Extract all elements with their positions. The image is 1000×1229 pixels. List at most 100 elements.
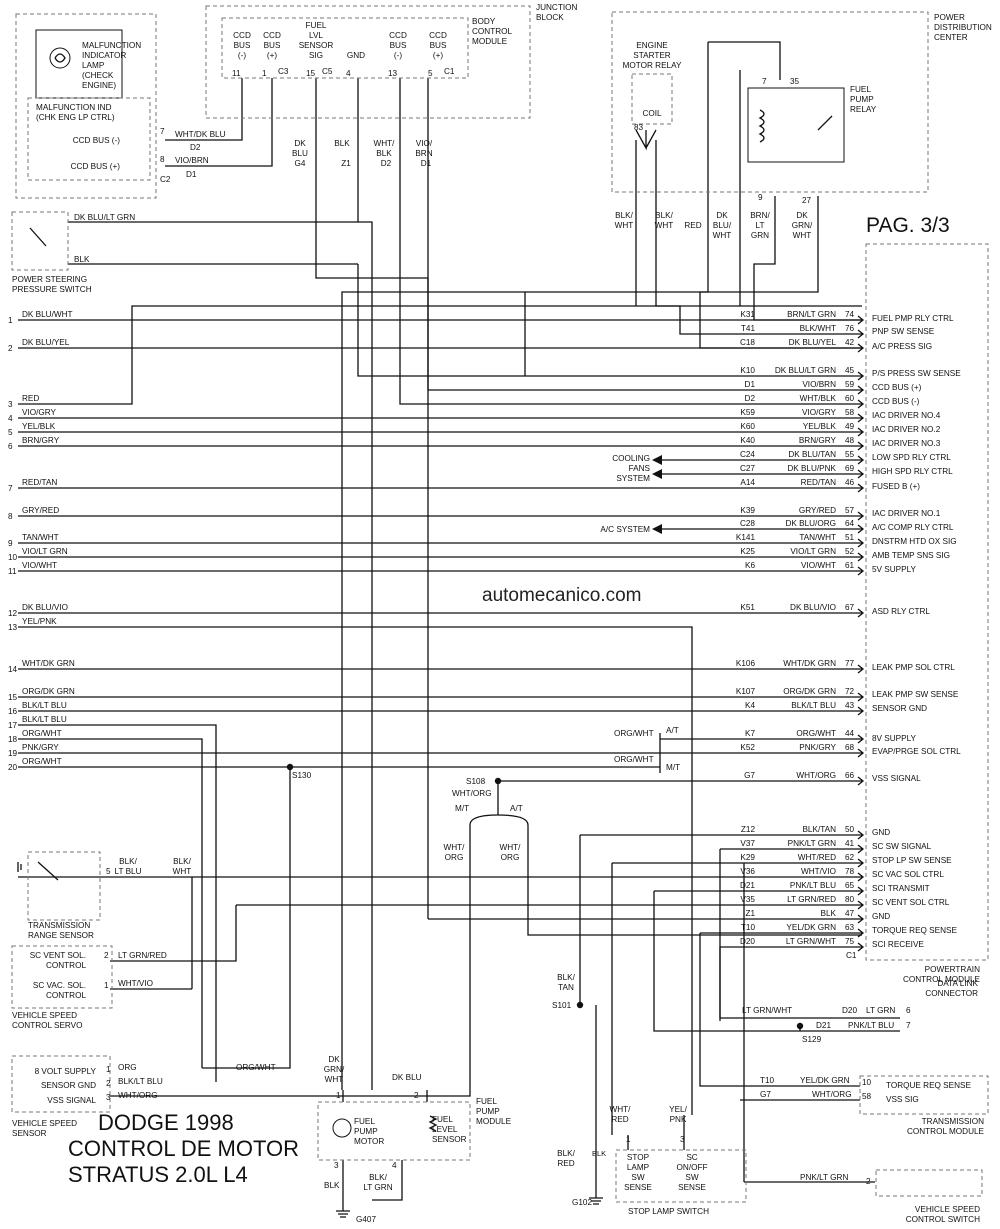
vss-pin-3: 3 [106, 1093, 111, 1102]
connector-chevron [857, 399, 865, 409]
connector-chevron [857, 858, 865, 868]
connector-chevron [857, 706, 865, 716]
bcm-connector: C1 [444, 67, 455, 76]
tcm-pin-10: 10 [862, 1078, 872, 1087]
pcm-wire-color: GRY/RED [799, 506, 836, 515]
bcm-box [221, 17, 469, 79]
vss-box [11, 1055, 111, 1113]
bcm-wire-color: WHT/BLK [374, 139, 396, 158]
servo-wire-1: WHT/VIO [118, 979, 153, 988]
pcm-function-label: A/C COMP RLY CTRL [872, 523, 954, 532]
pcm-wire-color: DK BLU/PNK [787, 464, 836, 473]
trs-wire-1: BLK/LT BLU [115, 857, 142, 876]
left-pin-number: 17 [8, 721, 18, 730]
ground-icons [17, 862, 603, 1218]
connector-chevron [857, 538, 865, 548]
vss-wire-4: ORG/WHT [236, 1063, 276, 1072]
left-pin-number: 13 [8, 623, 18, 632]
pcm-wire-color: VIO/WHT [801, 561, 836, 570]
left-pin-wire-color: YEL/BLK [22, 422, 56, 431]
connector-chevron [857, 385, 865, 395]
pcm-wire-color: WHT/BLK [800, 394, 837, 403]
pcm-circuit-code: C24 [740, 450, 755, 459]
left-pin-number: 2 [8, 344, 13, 353]
pcm-function-label: FUSED B (+) [872, 482, 920, 491]
fp-wire-3: BLK [324, 1181, 340, 1190]
left-pin-wire-color: VIO/WHT [22, 561, 57, 570]
pcm-circuit-code: V37 [740, 839, 755, 848]
connector-chevron [857, 886, 865, 896]
g407-label: G407 [356, 1215, 376, 1224]
bcm-pin-name: GND [347, 51, 365, 60]
vscs-pin-2: 2 [866, 1177, 871, 1186]
pcm-wire-color: RED/TAN [801, 478, 836, 487]
pcm-circuit-code: K4 [745, 701, 755, 710]
mil-pin-7: 7 [160, 127, 165, 136]
bcm-pin-number: 11 [232, 69, 241, 78]
at-label-2: A/T [666, 726, 679, 735]
title-line-3: STRATUS 2.0L L4 [68, 1162, 248, 1187]
connector-chevron [857, 441, 865, 451]
left-pin-wire-color: DK BLU/WHT [22, 310, 73, 319]
connector-chevron [857, 329, 865, 339]
left-pin-number: 11 [8, 567, 17, 576]
pdc-wire-color: RED [684, 221, 701, 230]
vss-servo-box [11, 945, 113, 1009]
relay-pin-35: 35 [790, 77, 800, 86]
pcm-pin-number: 66 [845, 771, 855, 780]
pcm-circuit-code: K10 [740, 366, 755, 375]
pcm-circuit-code: D2 [745, 394, 756, 403]
pcm-pin-number: 49 [845, 422, 855, 431]
tcm-wire-1: YEL/DK GRN [800, 1076, 850, 1085]
pcm-wire-color: YEL/DK GRN [786, 923, 836, 932]
connector-chevron [857, 692, 865, 702]
pcm-wire-color: VIO/BRN [802, 380, 836, 389]
dlc-pin-7: 7 [906, 1021, 911, 1030]
left-pin-wire-color: DK BLU/YEL [22, 338, 70, 347]
pcm-circuit-code: K51 [740, 603, 755, 612]
orgwht-2: ORG/WHT [614, 755, 654, 764]
pcm-circuit-code: C27 [740, 464, 755, 473]
pcm-wire-color: PNK/LT GRN [788, 839, 836, 848]
pcm-wire-color: VIO/LT GRN [790, 547, 836, 556]
mt-label-2: M/T [666, 763, 680, 772]
relay-contact-icon [817, 115, 833, 131]
pcm-function-label: 5V SUPPLY [872, 565, 917, 574]
stop-lamp-switch-box [615, 1149, 747, 1203]
relay-pin-7: 7 [762, 77, 767, 86]
pcm-pin-number: 50 [845, 825, 855, 834]
pcm-circuit-code: K106 [736, 659, 756, 668]
at-label: A/T [510, 804, 523, 813]
stop-bottom-wire: BLK/RED [557, 1149, 575, 1168]
bcm-pin-number: 4 [346, 69, 351, 78]
left-pin-wire-color: VIO/GRY [22, 408, 57, 417]
pcm-circuit-code: D1 [745, 380, 756, 389]
connector-chevron [857, 455, 865, 465]
connector-chevron [857, 524, 865, 534]
pcm-function-label: FUEL PMP RLY CTRL [872, 314, 954, 323]
pcm-pin-number: 51 [845, 533, 855, 542]
pcm-function-label: PNP SW SENSE [872, 327, 935, 336]
ps-wire-2: BLK [74, 255, 90, 264]
pcm-pin-number: 74 [845, 310, 855, 319]
tcm-wire-2: WHT/ORG [812, 1090, 852, 1099]
pcm-function-label: HIGH SPD RLY CTRL [872, 467, 953, 476]
s101-wire: BLK/TAN [557, 973, 575, 992]
pcm-pin-number: 62 [845, 853, 855, 862]
left-pin-wire-color: RED [22, 394, 39, 403]
pcm-circuit-code: K141 [736, 533, 756, 542]
pcm-wire-color: BRN/GRY [799, 436, 837, 445]
ac-system-label: A/C SYSTEM [600, 525, 650, 534]
splice-s101 [576, 1001, 584, 1009]
level-sensor-resistor-icon [428, 1115, 438, 1132]
pcm-circuit-code: C18 [740, 338, 755, 347]
connector-chevron [857, 343, 865, 353]
pcm-function-label: TORQUE REQ SENSE [872, 926, 957, 935]
connector-chevron [857, 914, 865, 924]
